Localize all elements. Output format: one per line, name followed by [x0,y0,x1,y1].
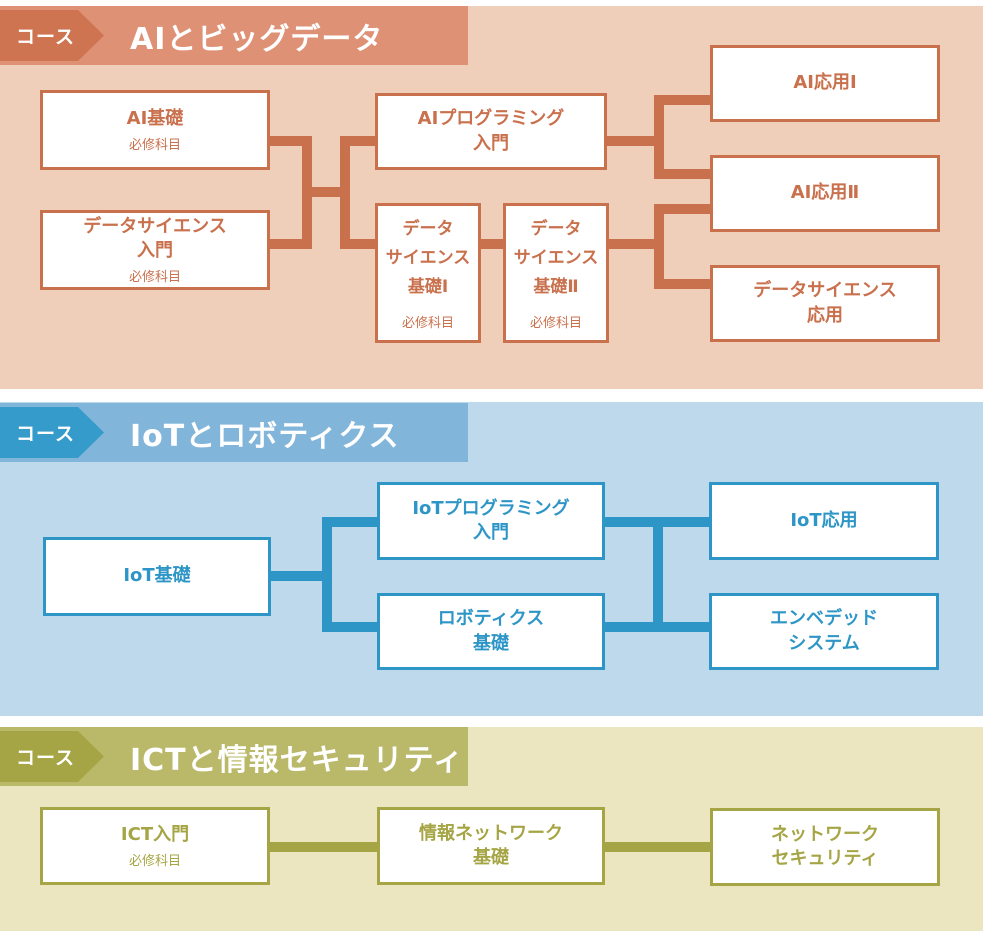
node-network-security: ネットワーク セキュリティ [710,808,940,886]
node-ict-intro: ICT入門 必修科目 [40,807,270,885]
connector [654,95,664,179]
course-tag-chevron: コース [0,407,104,458]
course-name: AI応用Ⅱ [790,182,860,204]
course-name: 情報ネットワーク 基礎 [419,822,563,868]
connector [605,136,656,146]
section-title: IoTとロボティクス [130,418,400,454]
required-subject-label: 必修科目 [128,854,181,870]
connector [350,136,377,146]
course-name: ロボティクス 基礎 [437,608,545,654]
node-iot-applied: IoT応用 [709,482,939,560]
course-tag-label: コース [16,423,76,445]
node-ai-basics: AI基礎 必修科目 [40,90,270,170]
node-data-science-intro: データサイエンス 入門 必修科目 [40,210,270,290]
node-ai-applied-1: AI応用Ⅰ [710,45,940,122]
connector [664,204,710,214]
node-ai-applied-2: AI応用Ⅱ [710,155,940,232]
course-name: AI応用Ⅰ [793,72,857,94]
connector [312,187,340,197]
connector [322,517,332,632]
course-tag-chevron: コース [0,731,104,782]
required-subject-label: 必修科目 [401,315,454,331]
course-name: ICT入門 [120,823,190,845]
course-name: AIプログラミング 入門 [417,108,565,154]
connector [332,622,377,632]
course-name: AI基礎 [126,107,184,129]
node-embedded-systems: エンベデッド システム [709,593,939,670]
node-data-science-basics-2: データ サイエンス 基礎Ⅱ 必修科目 [503,203,609,343]
connector [664,279,710,289]
connector [270,136,312,146]
required-subject-label: 必修科目 [529,315,582,331]
section-title: ICTと情報セキュリティ [130,742,464,778]
connector [340,136,350,249]
connector [270,239,312,249]
connector [332,517,377,527]
course-name: IoT応用 [790,509,858,531]
node-iot-programming-intro: IoTプログラミング 入門 [377,482,605,560]
node-robotics-basics: ロボティクス 基礎 [377,593,605,670]
node-data-science-applied: データサイエンス 応用 [710,265,940,342]
connector [271,571,332,581]
node-iot-basics: IoT基礎 [43,537,271,616]
course-name: データサイエンス 入門 [83,215,227,261]
node-info-network-basics: 情報ネットワーク 基礎 [377,807,605,885]
node-ai-programming-intro: AIプログラミング 入門 [375,93,607,170]
connector [664,95,710,105]
connector [664,169,710,179]
course-name: データサイエンス 応用 [753,280,897,326]
node-data-science-basics-1: データ サイエンス 基礎Ⅰ 必修科目 [375,203,481,343]
course-name: IoT基礎 [123,565,191,587]
connector [653,517,663,632]
section-title: AIとビッグデータ [130,21,384,57]
course-name: データ サイエンス 基礎Ⅱ [513,219,599,297]
connector [607,239,656,249]
course-tag-label: コース [16,747,76,769]
connector [654,204,664,289]
connector [270,842,377,852]
course-name: ネットワーク セキュリティ [771,823,879,869]
connector [479,239,505,249]
required-subject-label: 必修科目 [128,270,181,286]
connector [350,239,377,249]
course-name: エンベデッド システム [770,608,878,654]
course-tag-chevron: コース [0,10,104,61]
required-subject-label: 必修科目 [128,138,181,154]
connector [605,842,710,852]
connector [302,136,312,249]
course-tag-label: コース [16,26,76,48]
course-name: IoTプログラミング 入門 [412,497,570,543]
course-name: データ サイエンス 基礎Ⅰ [385,219,471,297]
